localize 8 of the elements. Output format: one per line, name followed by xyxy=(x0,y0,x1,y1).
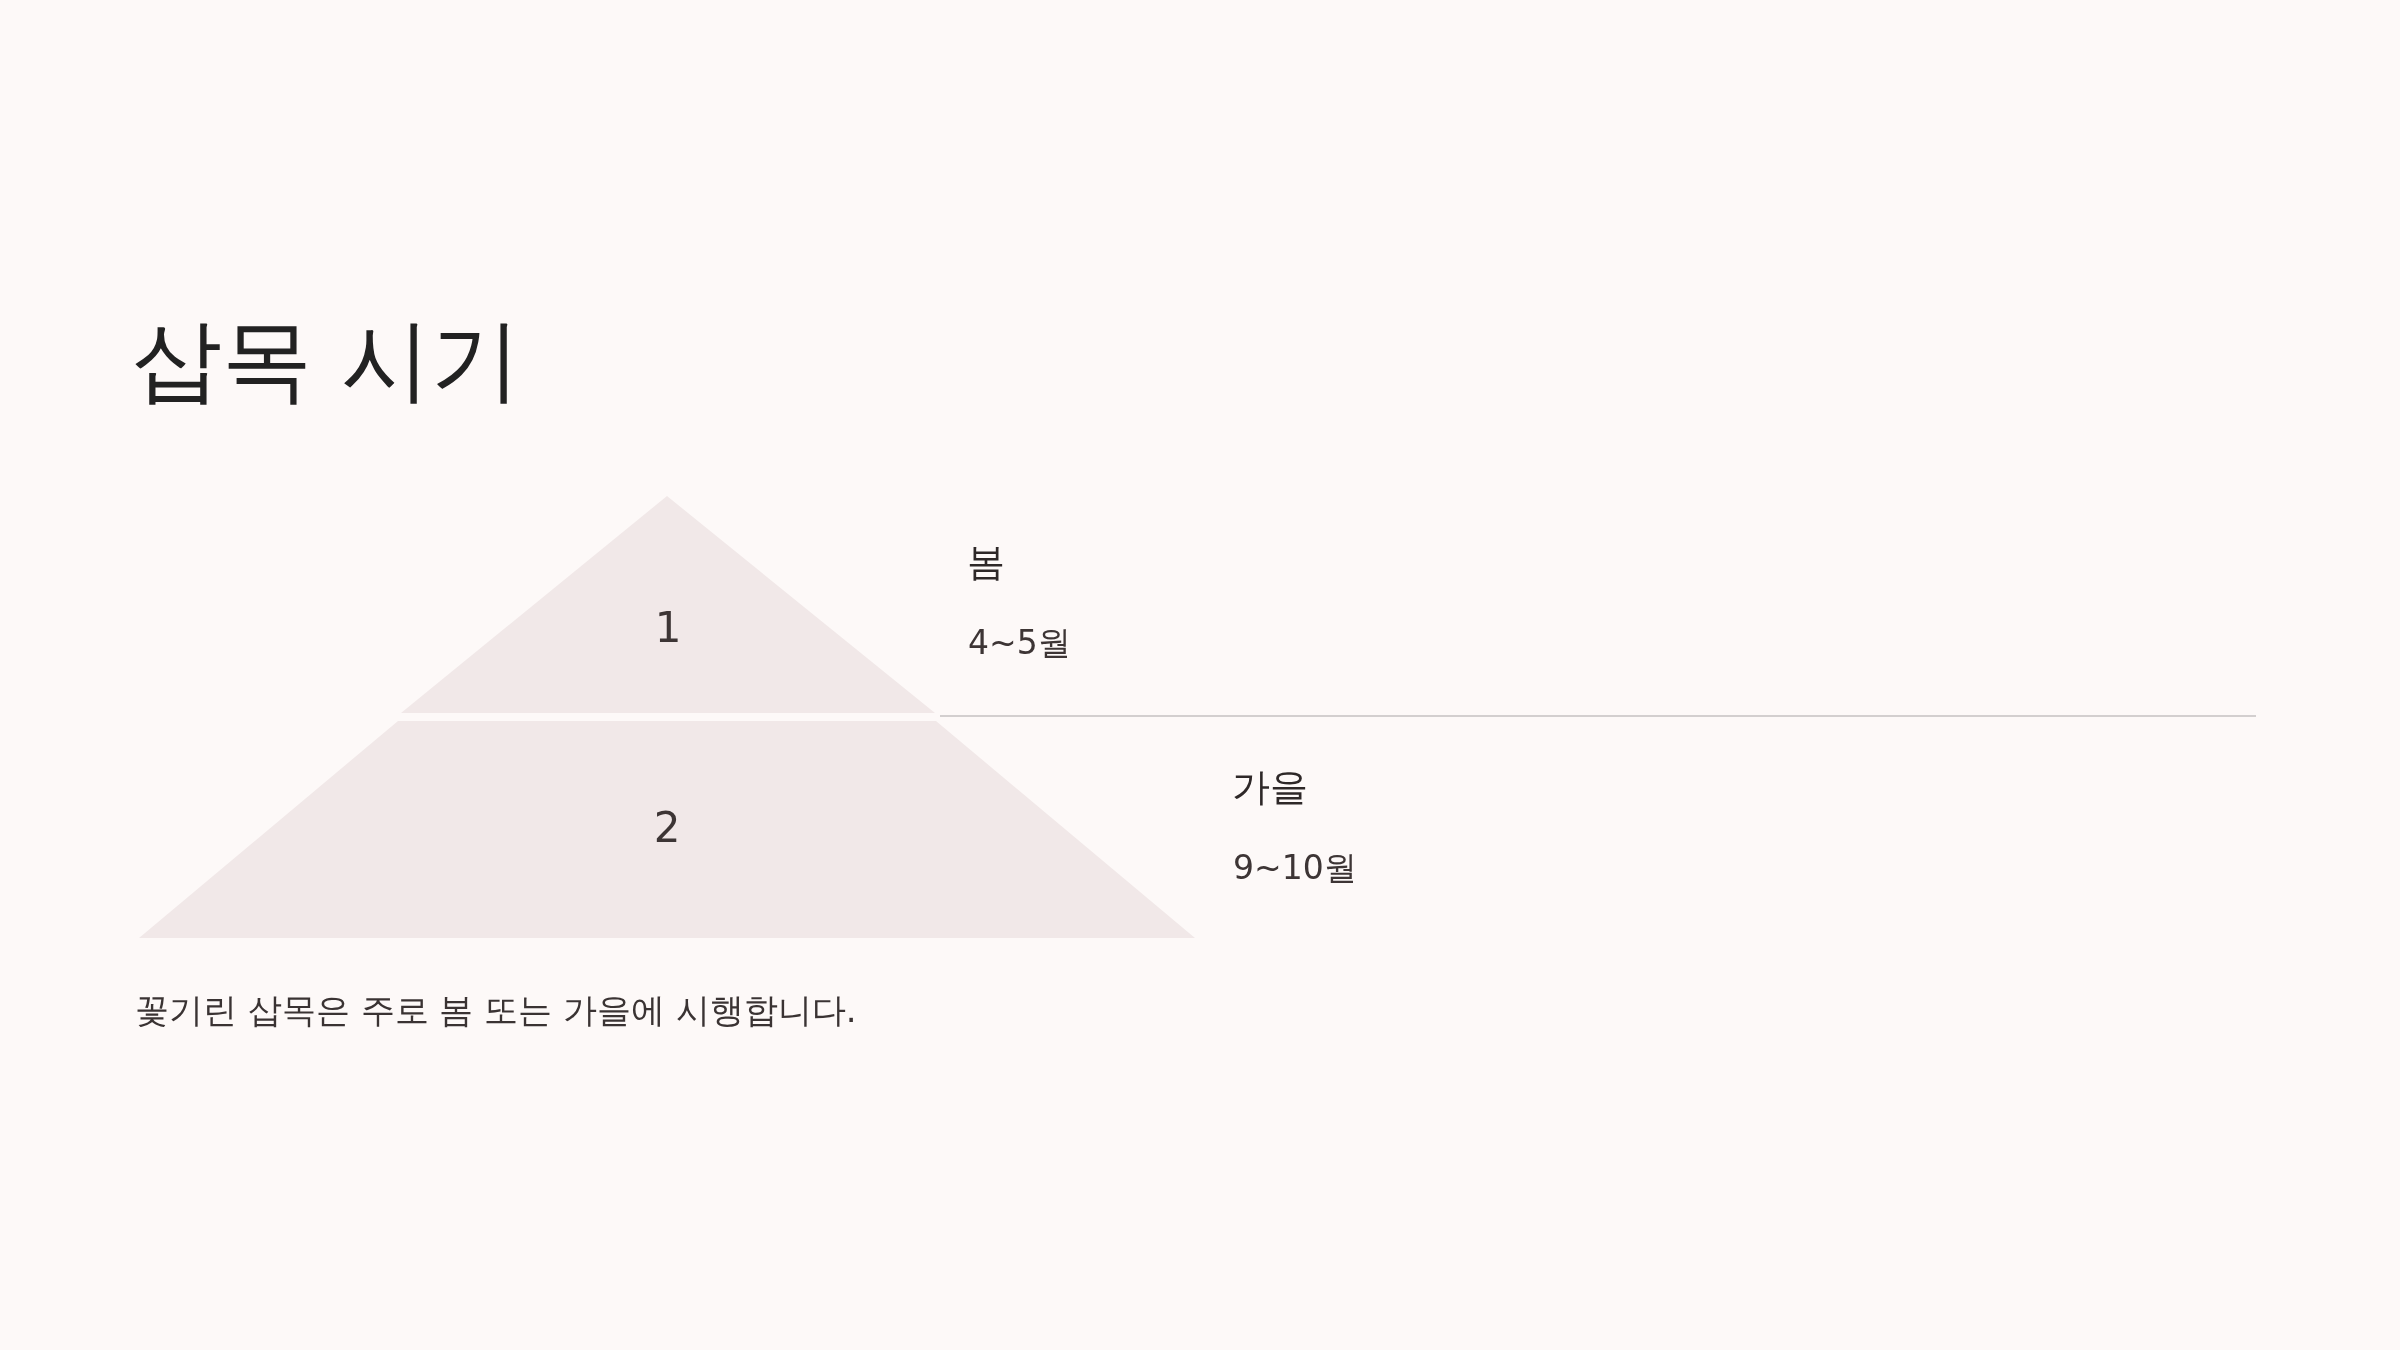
season-label: 봄 xyxy=(967,539,1005,586)
caption: 꽃기린 삽목은 주로 봄 또는 가을에 시행합니다. xyxy=(135,989,857,1032)
tier-number: 1 xyxy=(653,602,683,654)
tier-number: 2 xyxy=(652,802,682,854)
season-label: 가을 xyxy=(1232,764,1308,811)
month-range: 9~10월 xyxy=(1233,847,1357,889)
month-range: 4~5월 xyxy=(968,622,1071,664)
title: 삽목 시기 xyxy=(132,306,521,414)
